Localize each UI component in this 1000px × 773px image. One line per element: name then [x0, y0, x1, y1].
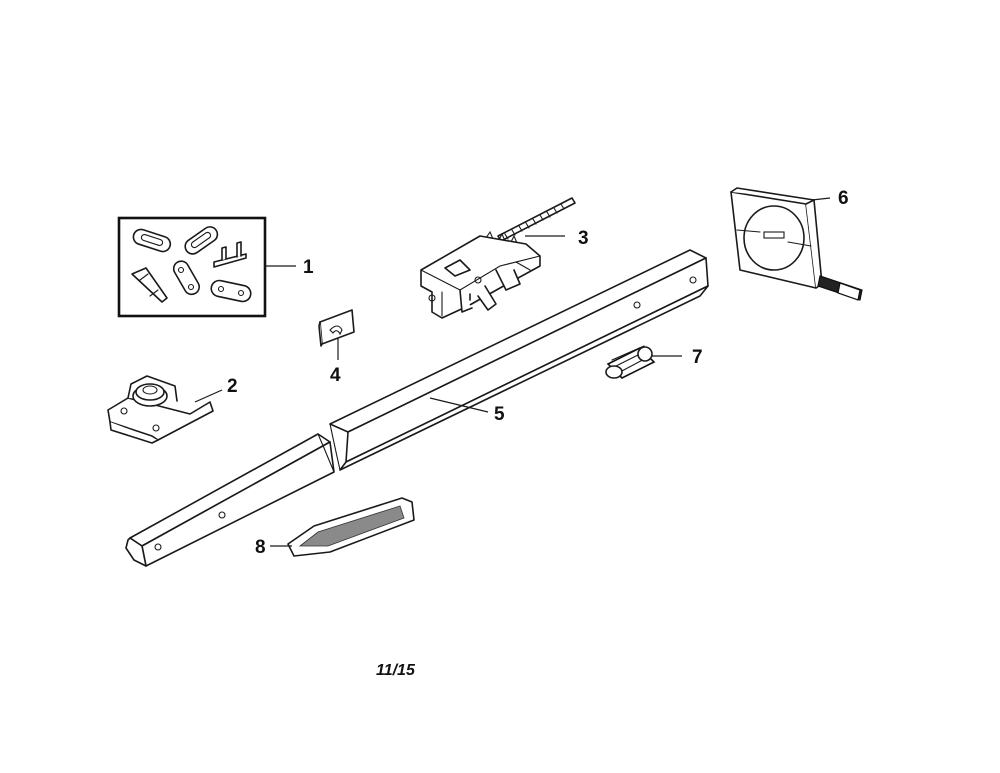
callout-5: 5: [494, 404, 505, 425]
part-5-rail: [125, 249, 709, 567]
page-number: 11/15: [376, 662, 416, 679]
part-3-trolley: [420, 197, 576, 319]
part-2-pulley-bracket: [107, 375, 223, 444]
chain-link-icon: [132, 228, 172, 253]
callout-6: 6: [838, 188, 849, 209]
part-1-hardware-kit: [117, 216, 296, 318]
callout-8: 8: [255, 537, 266, 558]
part-8-pad: [270, 497, 415, 557]
side-plate-icon: [172, 260, 200, 296]
callout-4: 4: [330, 365, 341, 386]
callout-2: 2: [227, 376, 238, 397]
callout-3: 3: [578, 228, 589, 249]
master-link-pin-icon: [213, 241, 247, 268]
callout-7: 7: [692, 347, 703, 368]
part-6-sprocket-cover: [730, 187, 863, 301]
part-7-bumper: [605, 345, 682, 379]
master-link-pin-icon: [131, 267, 168, 303]
part-4-clip: [318, 309, 355, 360]
callout-1: 1: [303, 257, 314, 278]
chain-link-icon: [184, 226, 219, 255]
side-plate-icon: [210, 279, 252, 303]
